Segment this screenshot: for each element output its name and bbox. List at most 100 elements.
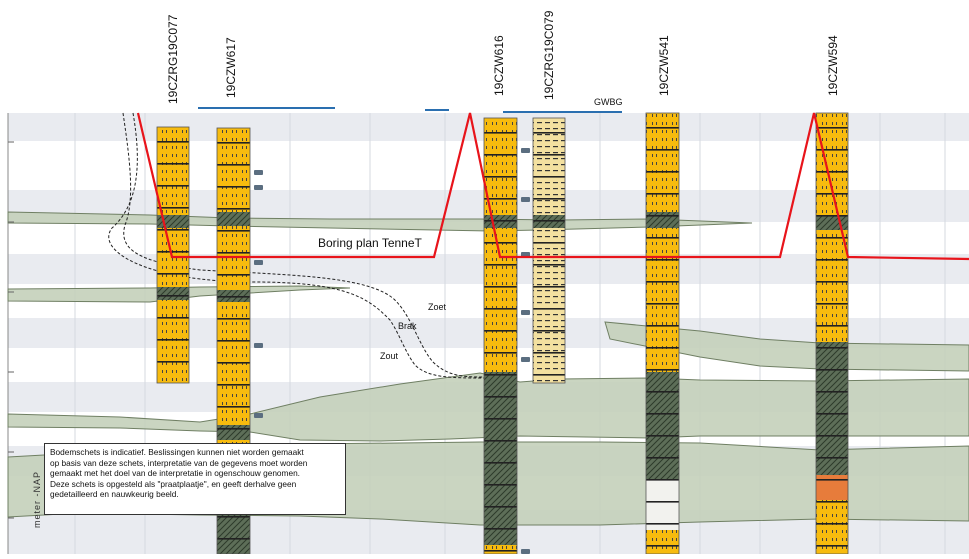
- borehole-layer-line: [816, 435, 848, 437]
- borehole-layer-line: [816, 127, 848, 129]
- borehole-label-19CZW594: 19CZW594: [826, 35, 840, 96]
- borehole-layer-line: [484, 440, 517, 442]
- borehole-layer-line: [484, 286, 517, 288]
- boring-path: [136, 112, 969, 261]
- borehole-layer-line: [217, 274, 250, 276]
- borehole-layer-line: [533, 198, 565, 200]
- filter-marker: [254, 170, 263, 175]
- borehole-layer-line: [816, 171, 848, 173]
- filter-marker: [254, 185, 263, 190]
- borehole-layer-line: [484, 330, 517, 332]
- borehole-layer-line: [646, 281, 679, 283]
- zoet-label: Zoet: [428, 302, 447, 312]
- gwbg-level: [198, 107, 622, 113]
- borehole-segment: [157, 127, 189, 215]
- borehole-layer-line: [217, 186, 250, 188]
- borehole-layer-line: [217, 318, 250, 320]
- boundary-zoet-brak: [122, 112, 485, 378]
- borehole-layer-line: [484, 176, 517, 178]
- borehole-layer-line: [217, 516, 250, 518]
- borehole-label-19CZW616: 19CZW616: [492, 35, 506, 96]
- disclaimer-note: Bodemschets is indicatief. Beslissingen …: [44, 443, 346, 515]
- borehole-layer-line: [157, 295, 189, 297]
- borehole-segment: [217, 212, 250, 226]
- borehole-segment: [646, 480, 679, 530]
- borehole-layer-line: [646, 457, 679, 459]
- borehole-layer-line: [484, 550, 517, 552]
- borehole-layer-line: [646, 413, 679, 415]
- borehole-outline: [156, 126, 190, 384]
- borehole-layer-line: [816, 281, 848, 283]
- borehole-layer-line: [217, 538, 250, 540]
- disclaimer-line: Bodemschets is indicatief. Beslissingen …: [50, 447, 304, 457]
- borehole-layer-line: [157, 185, 189, 187]
- borehole-layer-line: [217, 142, 250, 144]
- filter-marker: [521, 197, 530, 202]
- borehole-layer-line: [217, 296, 250, 298]
- borehole-layer-line: [484, 462, 517, 464]
- filter-marker: [521, 357, 530, 362]
- borehole-label-19CZRG19C079: 19CZRG19C079: [542, 10, 556, 100]
- borehole-segment: [217, 128, 250, 212]
- borehole-segment: [484, 372, 517, 440]
- borehole-layer-line: [816, 259, 848, 261]
- borehole-layer-line: [646, 303, 679, 305]
- borehole-layer-line: [646, 193, 679, 195]
- borehole-layer-line: [157, 251, 189, 253]
- borehole-layer-line: [816, 545, 848, 547]
- disclaimer-line: gedetailleerd en nauwkeurig beeld.: [50, 489, 179, 500]
- borehole-layer-line: [217, 340, 250, 342]
- gwbg-label: GWBG: [594, 97, 623, 107]
- borehole-segment: [816, 230, 848, 342]
- borehole-layer-line: [816, 479, 848, 481]
- boring-plan-line: [136, 112, 969, 261]
- borehole-segment: [484, 440, 517, 545]
- borehole-layer-line: [533, 330, 565, 332]
- borehole-layer-line: [533, 176, 565, 178]
- borehole-layer-line: [484, 352, 517, 354]
- borehole-segment: [217, 425, 250, 440]
- borehole-layer-line: [484, 264, 517, 266]
- borehole-segment: [484, 545, 517, 554]
- borehole-segment: [646, 440, 679, 480]
- borehole-layer-line: [533, 374, 565, 376]
- borehole-layer-line: [484, 198, 517, 200]
- borehole-layer-line: [646, 347, 679, 349]
- borehole-layer-line: [533, 132, 565, 134]
- borehole-outline: [532, 117, 566, 384]
- borehole-layer-line: [157, 141, 189, 143]
- borehole-layer-line: [646, 435, 679, 437]
- zout-label: Zout: [380, 351, 399, 361]
- borehole-segment: [646, 372, 679, 440]
- borehole-columns: [156, 112, 849, 555]
- borehole-layer-line: [646, 523, 679, 525]
- borehole-segment: [484, 228, 517, 372]
- borehole-segment: [816, 113, 848, 216]
- filter-marker: [254, 260, 263, 265]
- borehole-layer-line: [646, 171, 679, 173]
- borehole-layer-line: [533, 154, 565, 156]
- borehole-layer-line: [157, 273, 189, 275]
- borehole-layer-line: [646, 369, 679, 371]
- borehole-layer-line: [484, 484, 517, 486]
- borehole-layer-line: [484, 154, 517, 156]
- borehole-layer-line: [816, 149, 848, 151]
- brak-label: Brak: [398, 321, 417, 331]
- filter-marker: [254, 413, 263, 418]
- borehole-layer-line: [484, 396, 517, 398]
- filter-marker: [521, 148, 530, 153]
- borehole-layer-line: [217, 362, 250, 364]
- salinity-boundaries: [108, 112, 485, 379]
- disclaimer-line: Deze schets is opgesteld als "praatplaat…: [50, 478, 297, 489]
- borehole-segment: [646, 212, 679, 228]
- clay-layer-upper: [7, 211, 753, 232]
- borehole-segment: [816, 342, 848, 372]
- boundary-brak-zout: [108, 112, 485, 379]
- borehole-layer-line: [816, 215, 848, 217]
- borehole-label-19CZW617: 19CZW617: [224, 37, 238, 98]
- borehole-layer-line: [646, 545, 679, 547]
- borehole-layer-line: [646, 391, 679, 393]
- borehole-segment: [646, 530, 679, 554]
- borehole-segment: [157, 287, 189, 300]
